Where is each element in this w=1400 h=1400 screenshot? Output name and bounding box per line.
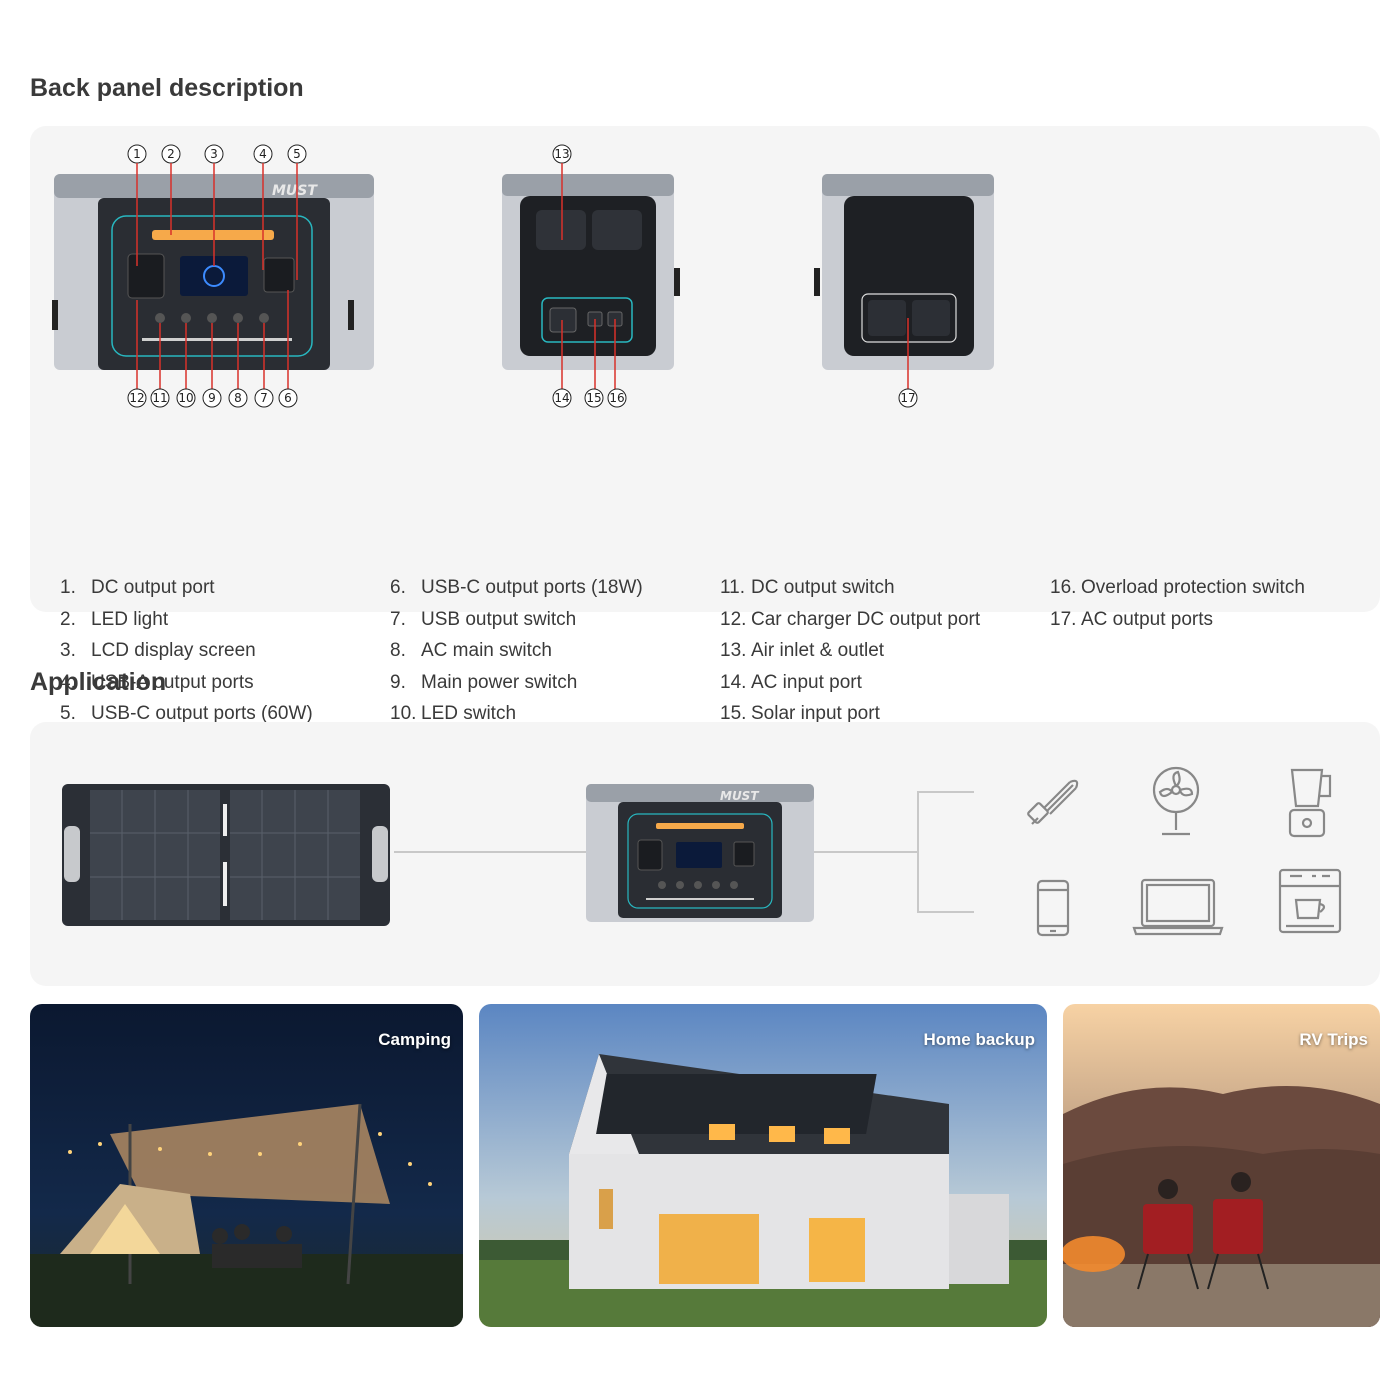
scene-rv-trips: RV Trips (1063, 1004, 1380, 1327)
callout-13: 13 (554, 147, 569, 161)
back-panel-card: 1 2 3 4 5 MUST 12 11 10 (30, 126, 1380, 724)
legend-item: 3.LCD display screen (60, 640, 256, 662)
legend-column-2: 6.USB-C output ports (18W) 7.USB output … (390, 572, 643, 730)
callout-2: 2 (167, 147, 175, 161)
callout-4: 4 (259, 147, 267, 161)
device-side-input-view: 13 14 15 16 (502, 144, 680, 408)
callout-11: 11 (152, 391, 167, 405)
application-card: MUST (30, 722, 1380, 986)
callout-15: 15 (586, 391, 601, 405)
legend-item: 13.Air inlet & outlet (720, 640, 885, 662)
blender-icon (1288, 768, 1332, 838)
callout-10: 10 (178, 391, 193, 405)
legend-item: 15.Solar input port (720, 703, 880, 725)
legend-item: 10.LED switch (390, 703, 517, 725)
legend-column-3: 11.DC output switch 12.Car charger DC ou… (720, 572, 980, 730)
callout-1: 1 (133, 147, 141, 161)
scene-caption: RV Trips (1299, 1030, 1368, 1049)
callout-5: 5 (293, 147, 301, 161)
scene-home-backup: Home backup (479, 1004, 1047, 1327)
solar-panel-image (62, 784, 390, 926)
callout-8: 8 (234, 391, 242, 405)
phone-icon (1036, 879, 1070, 937)
section-title-back-panel: Back panel description (30, 74, 304, 102)
section-title-application: Application (30, 668, 167, 696)
callout-12: 12 (129, 391, 144, 405)
brand-logo-small: MUST (720, 789, 759, 803)
light-bulb-icon (1027, 779, 1079, 825)
legend-column-4: 16.Overload protection switch 17.AC outp… (1050, 572, 1305, 635)
legend-item: 11.DC output switch (720, 577, 895, 598)
device-side-output-view: 17 (814, 174, 994, 408)
legend-item: 12.Car charger DC output port (720, 608, 981, 630)
legend-item: 17.AC output ports (1050, 608, 1214, 630)
legend-column-1: 1.DC output port 2.LED light 3.LCD displ… (60, 572, 313, 730)
device-front-view: 1 2 3 4 5 MUST 12 11 10 (52, 144, 374, 408)
rv-illustration (1063, 1004, 1380, 1327)
coffee-machine-icon (1278, 868, 1342, 934)
legend-item: 6.USB-C output ports (18W) (390, 577, 643, 598)
callout-17: 17 (900, 391, 915, 405)
home-illustration (479, 1004, 1047, 1327)
camping-illustration (30, 1004, 463, 1327)
scene-caption: Camping (378, 1030, 451, 1049)
callout-14: 14 (554, 391, 569, 405)
legend-item: 1.DC output port (60, 577, 215, 598)
power-station-image: MUST (586, 784, 814, 922)
callout-16: 16 (609, 391, 624, 405)
application-diagram: MUST (62, 784, 974, 926)
callout-7: 7 (260, 391, 268, 405)
scene-caption: Home backup (923, 1030, 1035, 1049)
callouts-bottom: 12 11 10 9 8 7 6 (127, 388, 298, 408)
callout-3: 3 (210, 147, 218, 161)
callouts-top: 1 2 3 4 5 (127, 144, 307, 164)
legend-item: 5.USB-C output ports (60W) (60, 703, 313, 725)
legend-item: 7.USB output switch (390, 608, 577, 630)
scene-camping: Camping (30, 1004, 463, 1327)
callout-6: 6 (284, 391, 292, 405)
legend-item: 2.LED light (60, 608, 169, 630)
fan-icon (1152, 766, 1200, 836)
legend-item: 14.AC input port (720, 671, 862, 693)
legend-item: 8.AC main switch (390, 640, 552, 662)
brand-logo: MUST (272, 183, 318, 199)
laptop-icon (1132, 878, 1224, 936)
legend-item: 9.Main power switch (390, 671, 578, 693)
legend-item: 4.USB-A output ports (60, 671, 254, 693)
callout-9: 9 (208, 391, 216, 405)
legend-item: 16.Overload protection switch (1050, 577, 1305, 598)
